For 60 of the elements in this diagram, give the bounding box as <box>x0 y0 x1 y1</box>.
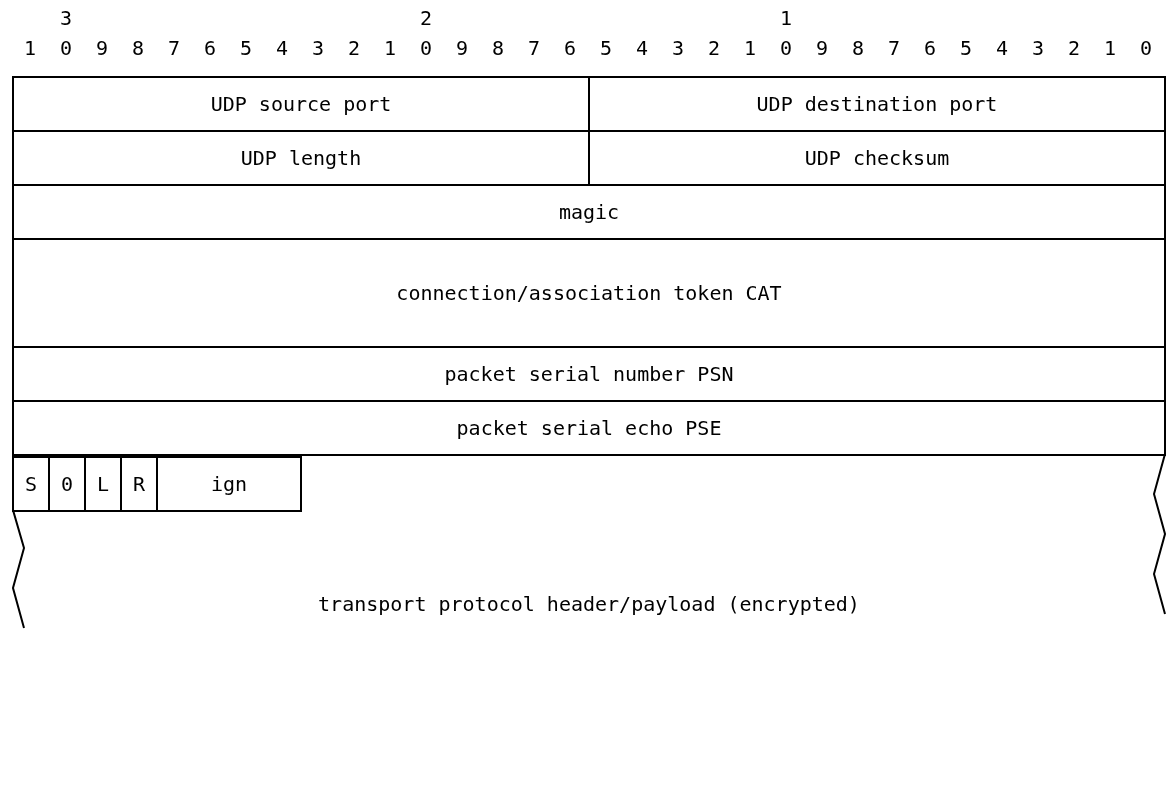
bit-number: 6 <box>922 36 937 60</box>
bit-number: 1 <box>382 36 397 60</box>
bit-number: 2 <box>418 6 433 30</box>
field-label: transport protocol header/payload (encrypted) <box>318 592 860 616</box>
flag-field <box>120 456 158 512</box>
bit-number: 6 <box>562 36 577 60</box>
bit-number: 1 <box>1102 36 1117 60</box>
bit-number: 3 <box>58 6 73 30</box>
field-label: UDP checksum <box>804 146 950 170</box>
bit-number: 2 <box>706 36 721 60</box>
packet-field <box>156 456 302 512</box>
field-label: R <box>132 472 145 496</box>
bit-number: 4 <box>634 36 649 60</box>
bit-number: 7 <box>166 36 181 60</box>
packet-field <box>588 76 1166 132</box>
field-label: S <box>24 472 37 496</box>
bit-number: 7 <box>526 36 541 60</box>
field-label: magic <box>558 200 620 224</box>
bit-number: 1 <box>778 6 793 30</box>
bit-number: 9 <box>94 36 109 60</box>
field-label: 0 <box>60 472 73 496</box>
field-label: L <box>96 472 109 496</box>
bit-number: 9 <box>814 36 829 60</box>
bit-number: 0 <box>418 36 433 60</box>
bit-number: 8 <box>850 36 865 60</box>
packet-field <box>12 238 1166 348</box>
bit-number: 8 <box>130 36 145 60</box>
bit-number: 2 <box>346 36 361 60</box>
flag-field <box>84 456 122 512</box>
field-label: UDP source port <box>210 92 392 116</box>
packet-field <box>12 76 590 132</box>
bit-number: 3 <box>310 36 325 60</box>
field-label: UDP destination port <box>756 92 998 116</box>
bit-number: 0 <box>58 36 73 60</box>
packet-field <box>12 400 1166 456</box>
bit-number: 2 <box>1066 36 1081 60</box>
bit-number: 3 <box>1030 36 1045 60</box>
bit-number: 0 <box>778 36 793 60</box>
bit-number: 8 <box>490 36 505 60</box>
bit-number: 5 <box>238 36 253 60</box>
field-label: ign <box>210 472 248 496</box>
bit-number: 0 <box>1138 36 1153 60</box>
bit-number: 3 <box>670 36 685 60</box>
bit-number: 1 <box>22 36 37 60</box>
bit-number: 6 <box>202 36 217 60</box>
field-label: packet serial number PSN <box>444 362 734 386</box>
flag-field <box>48 456 86 512</box>
packet-field <box>12 184 1166 240</box>
bit-number: 4 <box>994 36 1009 60</box>
packet-field <box>12 346 1166 402</box>
bit-number: 1 <box>742 36 757 60</box>
bit-number: 5 <box>958 36 973 60</box>
field-label: UDP length <box>240 146 362 170</box>
bit-number: 5 <box>598 36 613 60</box>
flag-field <box>12 456 50 512</box>
field-label: packet serial echo PSE <box>456 416 722 440</box>
bit-number: 7 <box>886 36 901 60</box>
bit-number: 9 <box>454 36 469 60</box>
field-label: connection/association token CAT <box>396 281 782 305</box>
bit-number: 4 <box>274 36 289 60</box>
